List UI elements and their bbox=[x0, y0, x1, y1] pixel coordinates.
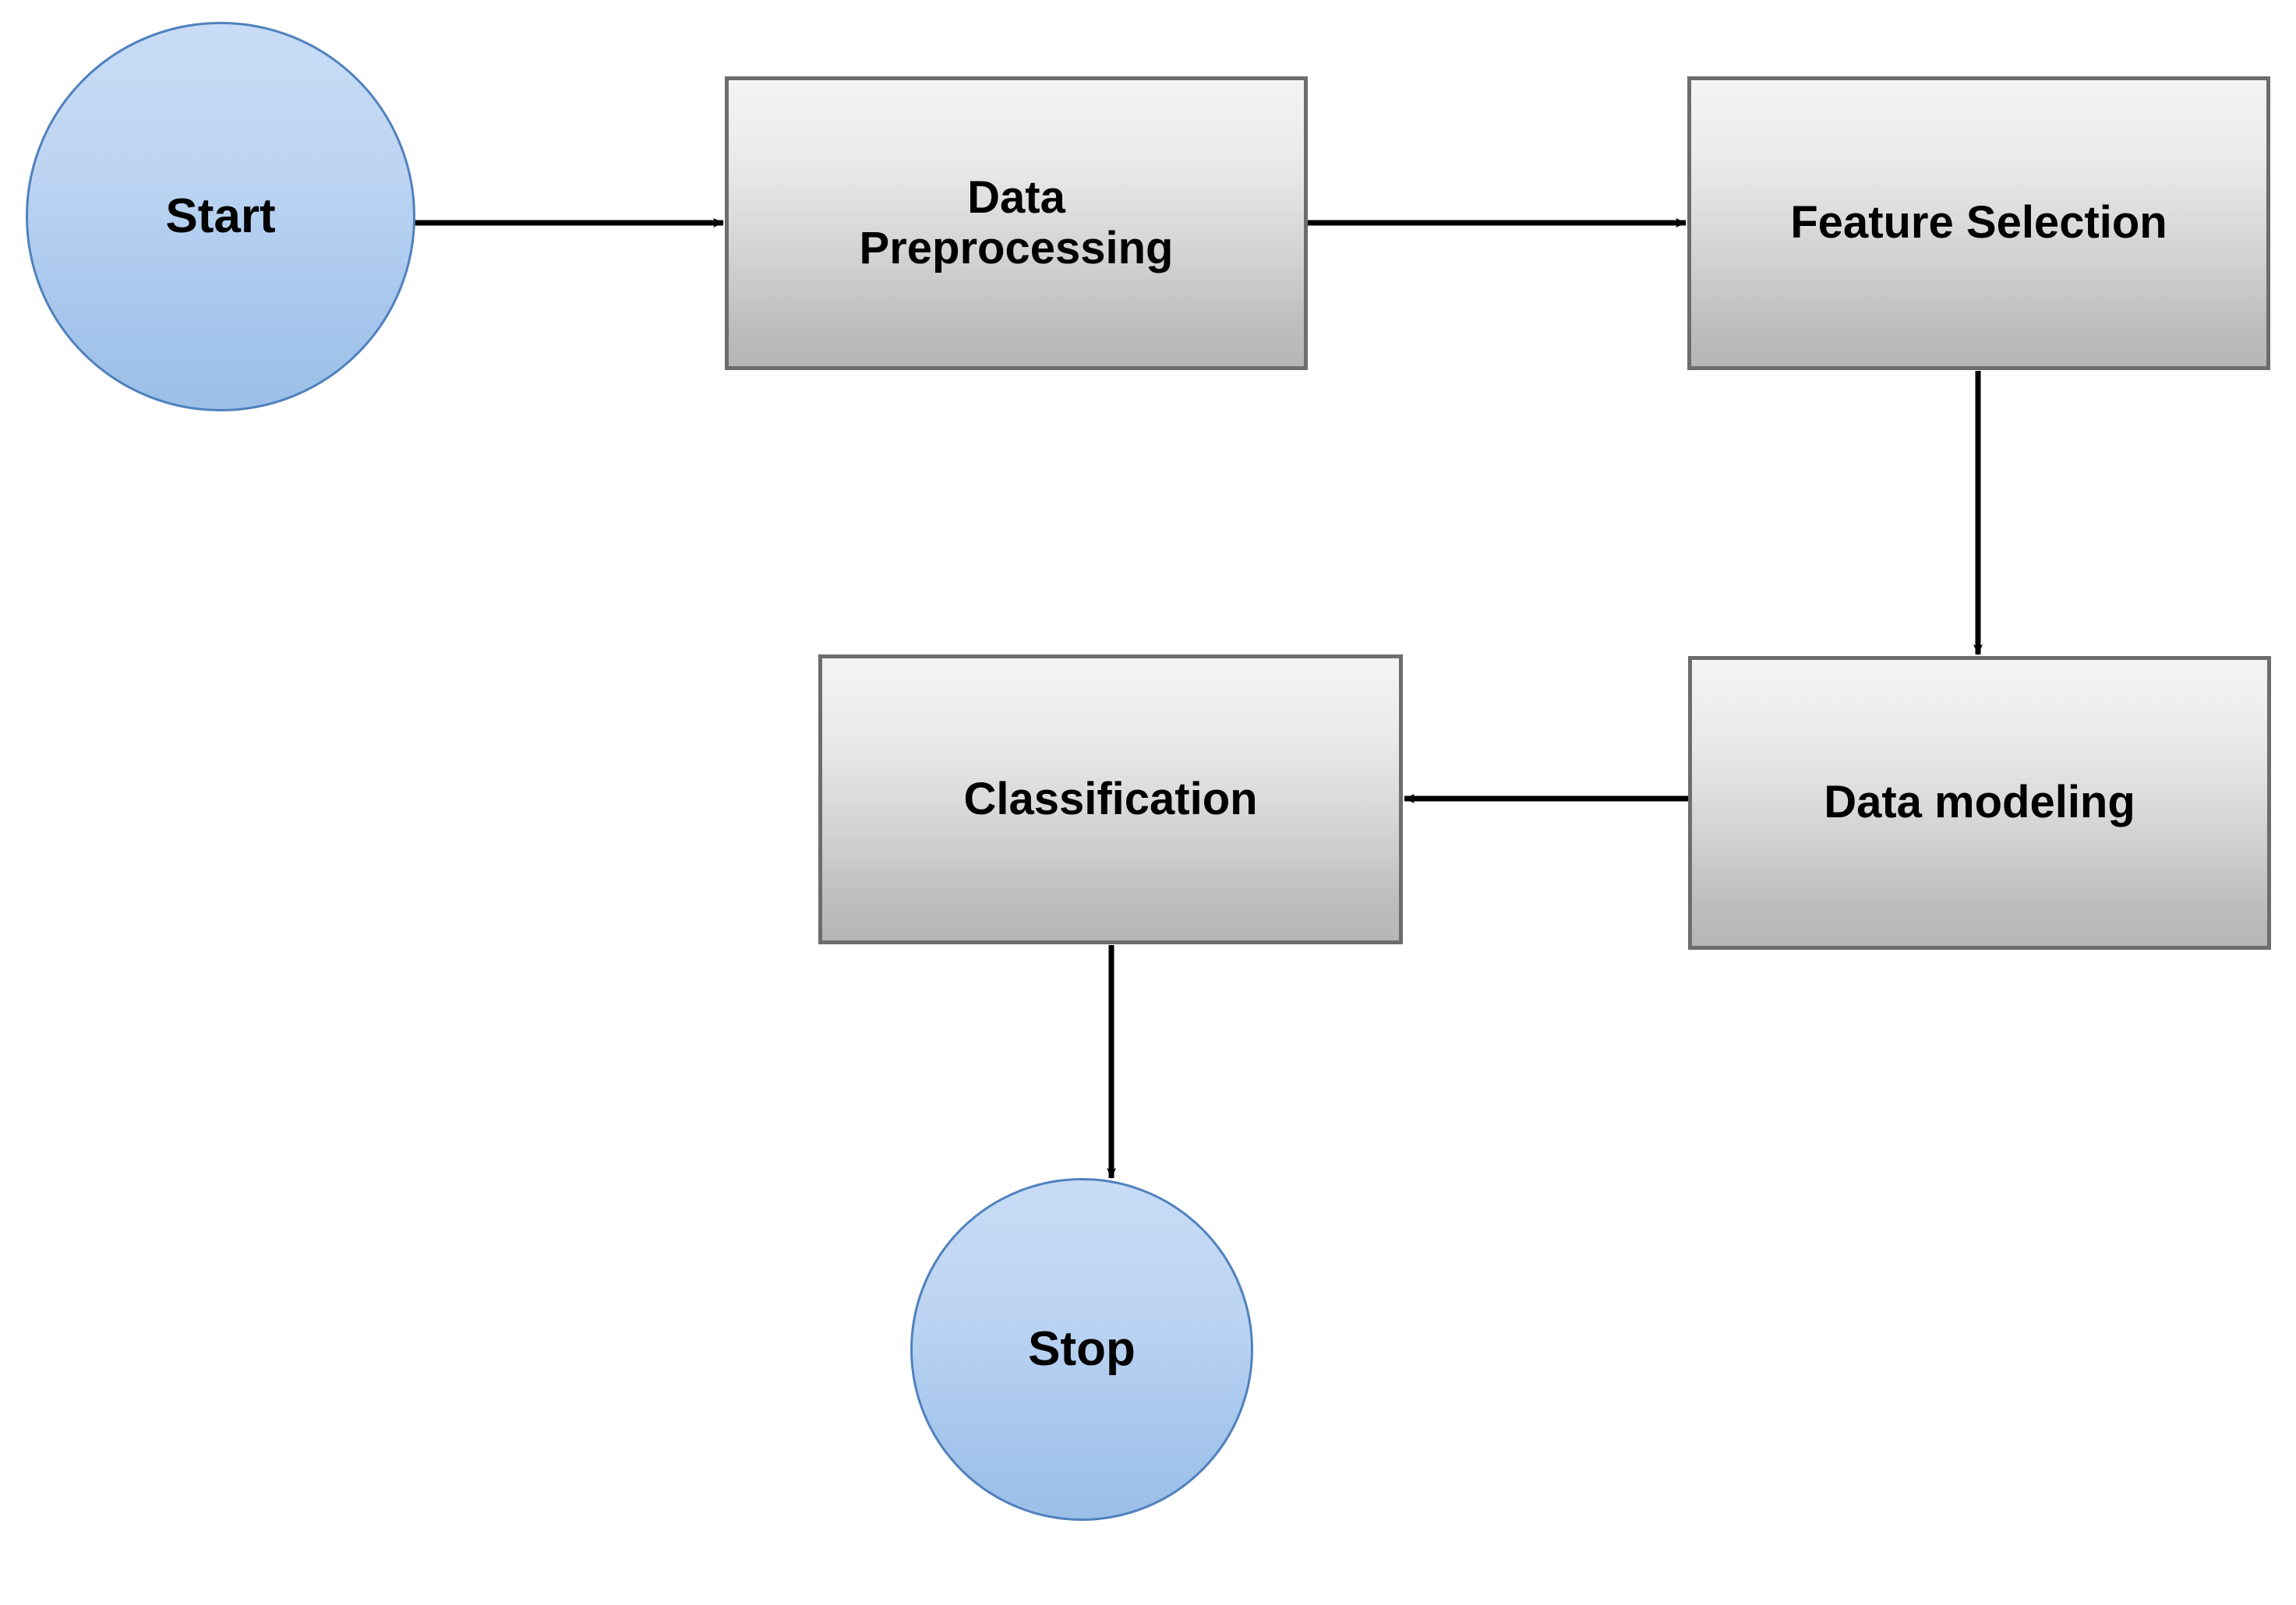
node-start-label: Start bbox=[165, 189, 276, 244]
node-data-preprocessing-label: Data Preprocessing bbox=[859, 171, 1174, 274]
node-classification[interactable]: Classification bbox=[818, 654, 1403, 944]
node-start[interactable]: Start bbox=[26, 22, 415, 411]
node-classification-label: Classification bbox=[963, 773, 1258, 824]
node-feature-selection[interactable]: Feature Selection bbox=[1687, 76, 2270, 370]
node-data-preprocessing[interactable]: Data Preprocessing bbox=[725, 76, 1308, 370]
node-stop-label: Stop bbox=[1028, 1322, 1136, 1377]
node-feature-selection-label: Feature Selection bbox=[1790, 197, 2167, 249]
node-data-preprocessing-label-line2: Preprocessing bbox=[859, 222, 1174, 273]
node-data-modeling-label: Data modeling bbox=[1824, 777, 2135, 828]
node-data-modeling[interactable]: Data modeling bbox=[1688, 656, 2271, 950]
node-data-preprocessing-label-line1: Data bbox=[967, 171, 1065, 223]
node-stop[interactable]: Stop bbox=[910, 1178, 1253, 1521]
